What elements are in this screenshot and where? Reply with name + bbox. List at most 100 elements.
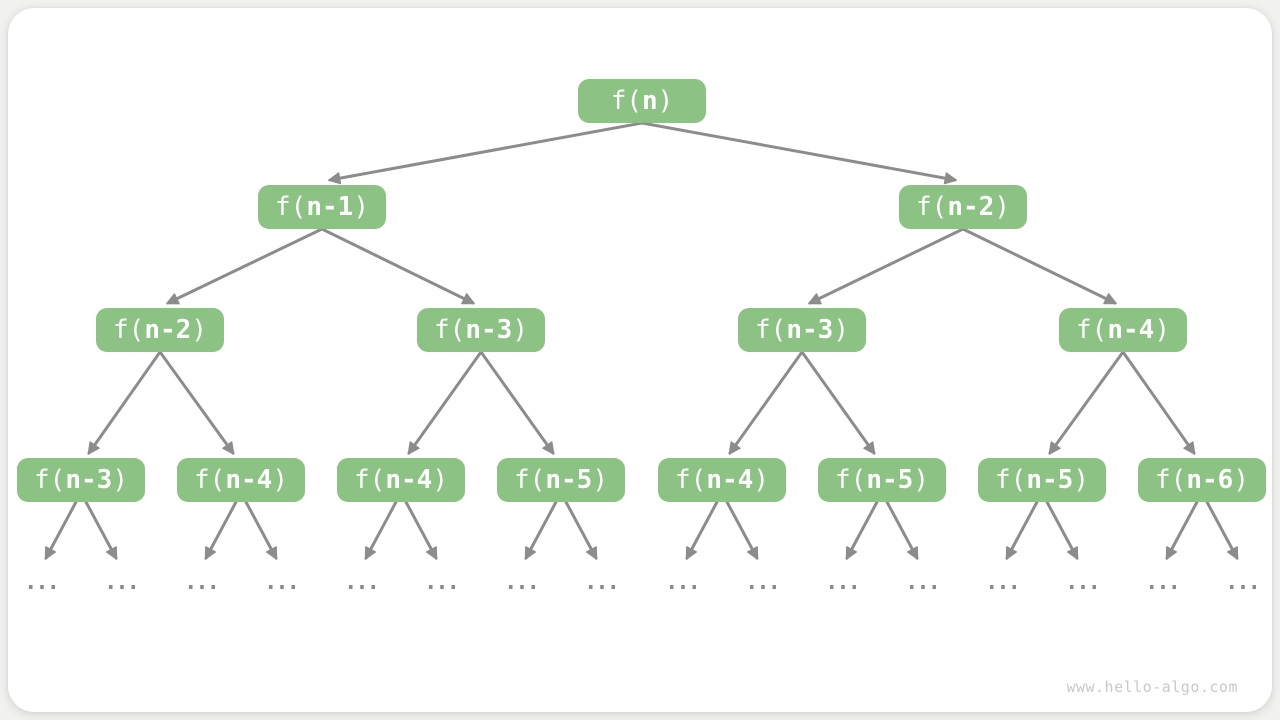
node-label-argument: n-4 bbox=[385, 465, 433, 495]
edge-arrow bbox=[404, 500, 438, 560]
edge-arrow bbox=[1005, 500, 1039, 560]
node-label-suffix: ) bbox=[833, 315, 849, 345]
node-label-argument: n bbox=[642, 86, 658, 116]
ellipsis-label: ... bbox=[985, 570, 1021, 595]
edge-arrow bbox=[204, 500, 238, 560]
node-label-prefix: f( bbox=[995, 465, 1027, 495]
node-label-prefix: f( bbox=[354, 465, 386, 495]
node-label-suffix: ) bbox=[512, 315, 528, 345]
node-label-prefix: f( bbox=[1076, 315, 1108, 345]
node-label-argument: n-6 bbox=[1186, 465, 1234, 495]
tree-node: f(n-2) bbox=[96, 308, 224, 352]
tree-node: f(n-3) bbox=[17, 458, 145, 502]
node-label-prefix: f( bbox=[194, 465, 226, 495]
edge-arrow bbox=[364, 500, 398, 560]
tree-node: f(n) bbox=[578, 79, 706, 123]
node-label-suffix: ) bbox=[913, 465, 929, 495]
node-label-suffix: ) bbox=[1073, 465, 1089, 495]
ellipsis-label: ... bbox=[745, 570, 781, 595]
node-label-suffix: ) bbox=[994, 192, 1010, 222]
edge-arrow bbox=[564, 500, 598, 560]
edge-arrow bbox=[44, 500, 78, 560]
canvas-card bbox=[8, 8, 1272, 712]
ellipsis-label: ... bbox=[264, 570, 300, 595]
node-label-argument: n-5 bbox=[1026, 465, 1074, 495]
node-label-prefix: f( bbox=[1155, 465, 1187, 495]
ellipsis-label: ... bbox=[905, 570, 941, 595]
tree-node: f(n-5) bbox=[497, 458, 625, 502]
edge-arrow bbox=[845, 500, 879, 560]
ellipsis-label: ... bbox=[104, 570, 140, 595]
edge-arrow bbox=[885, 500, 919, 560]
node-label-suffix: ) bbox=[112, 465, 128, 495]
node-label-suffix: ) bbox=[353, 192, 369, 222]
edge-arrow bbox=[800, 350, 876, 455]
node-label-prefix: f( bbox=[275, 192, 307, 222]
node-label-suffix: ) bbox=[272, 465, 288, 495]
node-label-argument: n-2 bbox=[947, 192, 995, 222]
edge-arrow bbox=[1048, 350, 1125, 455]
tree-node: f(n-4) bbox=[337, 458, 465, 502]
node-label-suffix: ) bbox=[1154, 315, 1170, 345]
node-label-argument: n-4 bbox=[1107, 315, 1155, 345]
node-label-argument: n-3 bbox=[786, 315, 834, 345]
tree-node: f(n-2) bbox=[899, 185, 1027, 229]
edge-arrow bbox=[244, 500, 278, 560]
node-label-argument: n-1 bbox=[306, 192, 354, 222]
edge-arrow bbox=[479, 350, 555, 455]
node-label-argument: n-5 bbox=[545, 465, 593, 495]
ellipsis-label: ... bbox=[24, 570, 60, 595]
node-label-argument: n-3 bbox=[65, 465, 113, 495]
tree-node: f(n-5) bbox=[818, 458, 946, 502]
ellipsis-label: ... bbox=[424, 570, 460, 595]
edge-arrow bbox=[320, 227, 475, 305]
edge-arrow bbox=[1121, 350, 1196, 455]
tree-node: f(n-4) bbox=[658, 458, 786, 502]
ellipsis-label: ... bbox=[584, 570, 620, 595]
tree-node: f(n-6) bbox=[1138, 458, 1266, 502]
edge-arrow bbox=[685, 500, 719, 560]
node-label-suffix: ) bbox=[1233, 465, 1249, 495]
ellipsis-label: ... bbox=[1065, 570, 1101, 595]
tree-node: f(n-4) bbox=[1059, 308, 1187, 352]
ellipsis-label: ... bbox=[1145, 570, 1181, 595]
node-label-prefix: f( bbox=[755, 315, 787, 345]
node-label-prefix: f( bbox=[610, 86, 642, 116]
edge-arrow bbox=[87, 350, 162, 455]
node-label-argument: n-4 bbox=[706, 465, 754, 495]
tree-node: f(n-1) bbox=[258, 185, 386, 229]
tree-node: f(n-3) bbox=[417, 308, 545, 352]
node-label-prefix: f( bbox=[835, 465, 867, 495]
node-label-argument: n-4 bbox=[225, 465, 273, 495]
node-label-prefix: f( bbox=[514, 465, 546, 495]
edge-arrow bbox=[728, 350, 804, 455]
edge-arrow bbox=[961, 227, 1117, 305]
node-label-prefix: f( bbox=[113, 315, 145, 345]
ellipsis-label: ... bbox=[344, 570, 380, 595]
watermark: www.hello-algo.com bbox=[1066, 678, 1238, 696]
node-label-suffix: ) bbox=[432, 465, 448, 495]
edge-arrow bbox=[158, 350, 235, 455]
edge-arrow bbox=[524, 500, 558, 560]
edge-arrow bbox=[407, 350, 483, 455]
edge-arrow bbox=[640, 121, 957, 185]
edge-arrow bbox=[328, 121, 644, 185]
tree-node: f(n-3) bbox=[738, 308, 866, 352]
node-label-argument: n-5 bbox=[866, 465, 914, 495]
node-label-suffix: ) bbox=[657, 86, 674, 116]
edge-arrow bbox=[808, 227, 965, 305]
ellipsis-label: ... bbox=[504, 570, 540, 595]
node-label-prefix: f( bbox=[916, 192, 948, 222]
tree-node: f(n-5) bbox=[978, 458, 1106, 502]
node-label-prefix: f( bbox=[675, 465, 707, 495]
edge-arrow bbox=[166, 227, 324, 305]
ellipsis-label: ... bbox=[1225, 570, 1261, 595]
node-label-suffix: ) bbox=[191, 315, 207, 345]
edge-arrow bbox=[725, 500, 759, 560]
node-label-suffix: ) bbox=[592, 465, 608, 495]
edge-arrow bbox=[1165, 500, 1199, 560]
edge-arrow bbox=[1045, 500, 1079, 560]
